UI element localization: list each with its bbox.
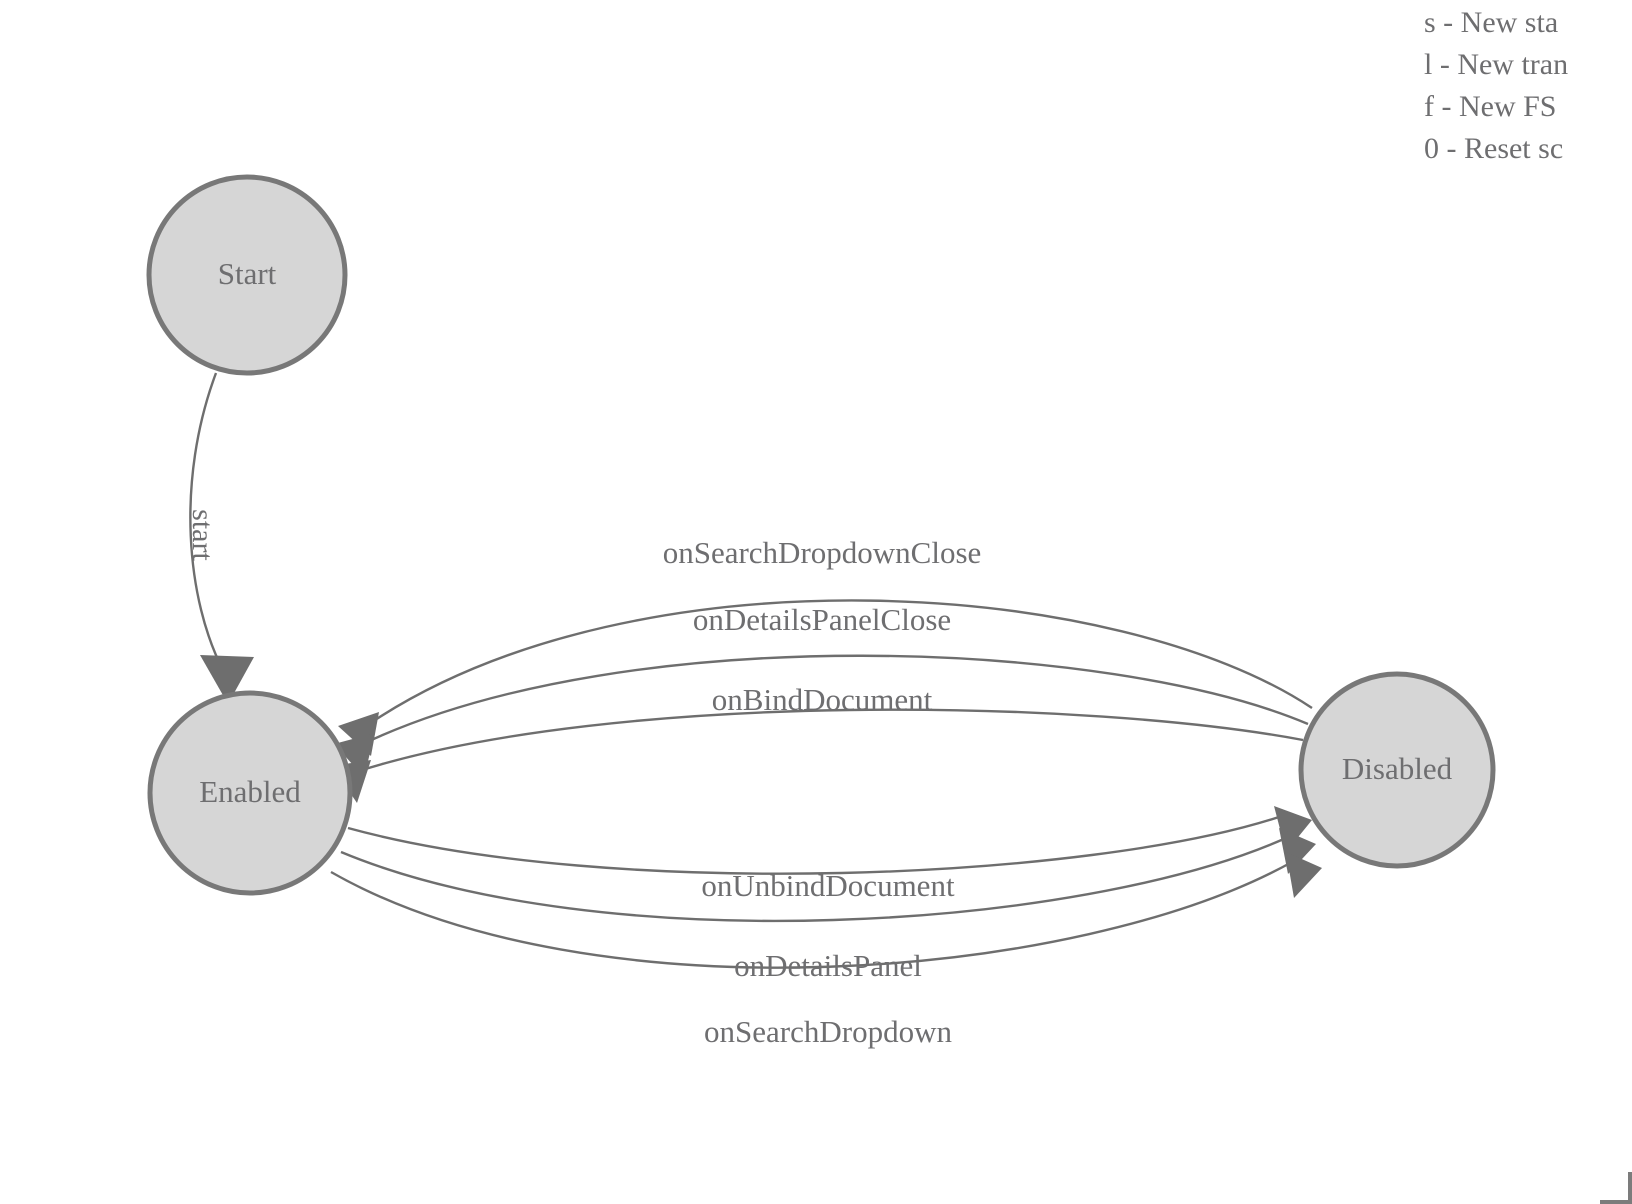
legend-line-new-state: s - New sta	[1424, 6, 1559, 39]
edge-label-start: start	[186, 509, 219, 561]
edge-label-on-search-dropdown-close: onSearchDropdownClose	[663, 535, 982, 570]
edge-path	[340, 836, 1287, 923]
edge-label-on-bind-document: onBindDocument	[712, 682, 933, 717]
arrowhead-icon	[1286, 852, 1322, 898]
node-label: Disabled	[1342, 751, 1453, 786]
node-label: Enabled	[199, 774, 301, 809]
node-enabled[interactable]: Enabled	[147, 690, 353, 896]
edge-label-on-unbind-document: onUnbindDocument	[701, 868, 955, 903]
shortcut-legend: s - New sta l - New tran f - New FS 0 - …	[1424, 0, 1632, 170]
canvas-resize-handle[interactable]	[1600, 1172, 1632, 1204]
node-start[interactable]: Start	[146, 174, 348, 376]
legend-line-new-transition: l - New tran	[1424, 48, 1569, 81]
edge-path	[330, 860, 1293, 969]
edge-path	[371, 599, 1313, 724]
edge-path	[189, 372, 226, 673]
node-circle[interactable]	[147, 690, 353, 896]
legend-line-new-fsm: f - New FS	[1424, 90, 1557, 123]
edge-path	[361, 708, 1304, 772]
arrowhead-icon	[200, 655, 254, 704]
edge-path	[366, 654, 1309, 744]
node-circle[interactable]	[1298, 671, 1496, 869]
edge-path	[347, 814, 1283, 875]
node-circle[interactable]	[146, 174, 348, 376]
edge-label-on-details-panel: onDetailsPanel	[734, 948, 922, 983]
edge-enabled-to-disabled-3[interactable]	[330, 852, 1322, 969]
edge-disabled-to-enabled-3[interactable]	[332, 708, 1304, 803]
edge-label-on-search-dropdown: onSearchDropdown	[704, 1014, 952, 1049]
edge-label-on-details-panel-close: onDetailsPanelClose	[693, 602, 951, 637]
edge-enabled-to-disabled-1[interactable]	[347, 806, 1312, 875]
edge-start-to-enabled[interactable]	[189, 372, 254, 704]
legend-line-reset: 0 - Reset sc	[1424, 132, 1564, 165]
node-label: Start	[218, 256, 277, 291]
node-disabled[interactable]: Disabled	[1298, 671, 1496, 869]
